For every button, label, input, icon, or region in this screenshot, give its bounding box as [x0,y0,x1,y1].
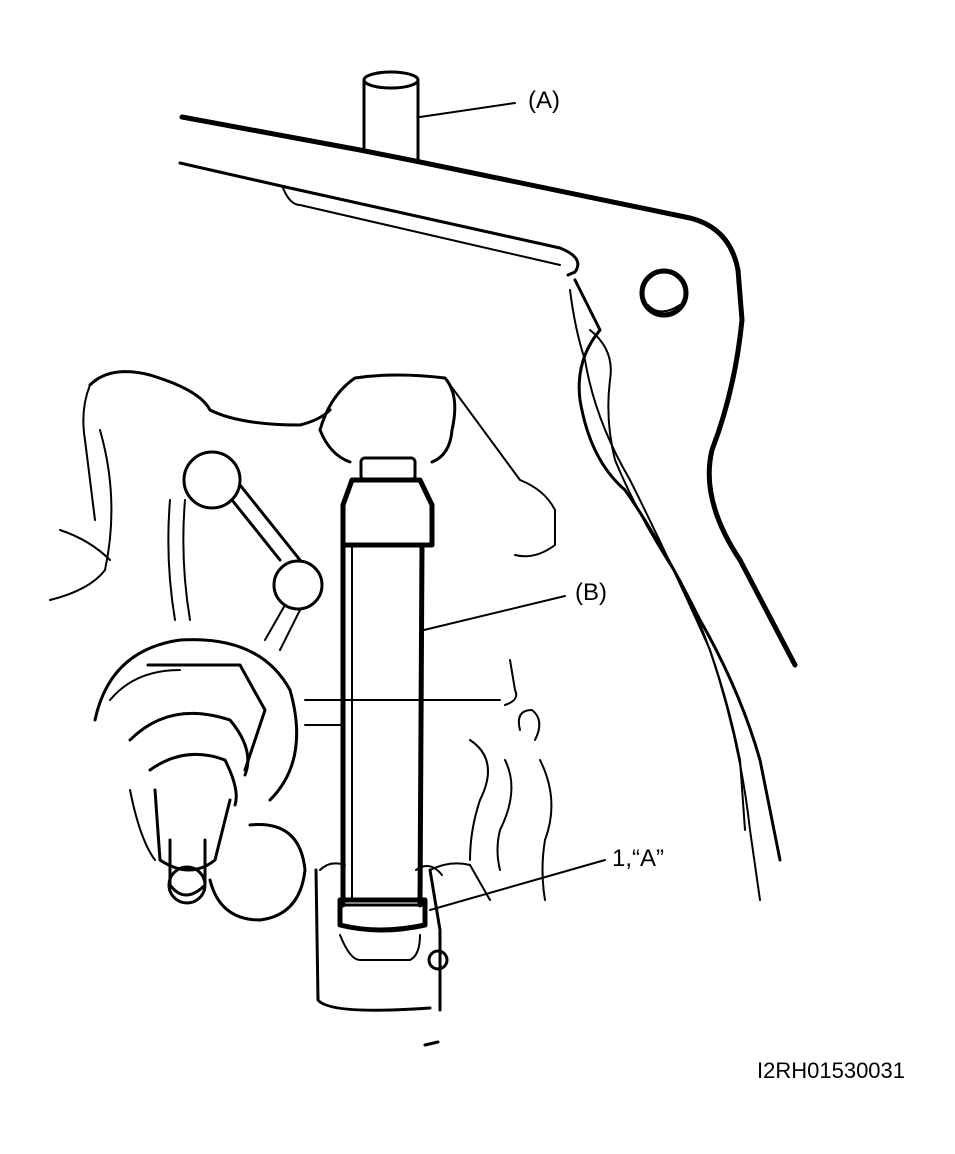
housing-bore [314,862,449,1047]
figure-code: I2RH01530031 [757,1058,905,1083]
bearing-cap [318,373,556,558]
leader-line-a [419,102,516,118]
leader-line-step [429,859,606,911]
callout-a: (A) [528,87,560,114]
linkage-ball-upper [182,450,242,510]
detent-parts [429,659,553,901]
leader-line-b [423,595,566,631]
linkage-ball-lower [272,559,324,611]
housing-cover [178,114,798,901]
pin-a [362,70,420,164]
shaft-b [337,456,435,933]
bolt-hole [639,268,689,318]
output-shaft [93,638,307,922]
shift-linkage [49,370,501,726]
callout-b: (B) [575,579,607,606]
callout-step: 1,“A” [612,845,664,872]
